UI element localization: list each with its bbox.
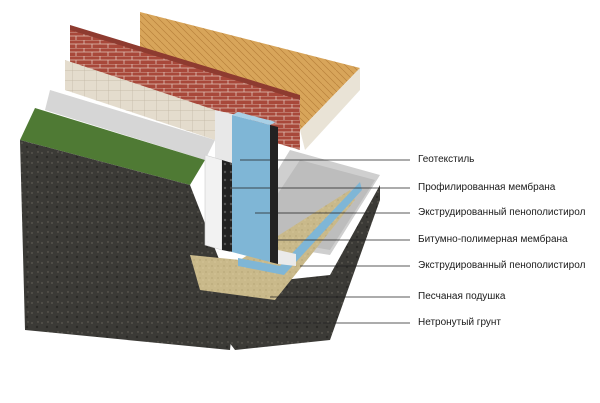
grass-surface	[20, 108, 205, 185]
label-geotextile: Геотекстиль	[418, 154, 475, 165]
label-xps-under: Экструдированный пенополистирол	[418, 260, 586, 271]
profiled-membrane-layer	[222, 160, 232, 252]
slab-edge	[278, 250, 296, 266]
label-bitumen-membrane: Битумно-полимерная мембрана	[418, 234, 568, 245]
xps-wall-top	[232, 112, 276, 125]
xps-wall-layer	[232, 115, 270, 262]
bitumen-membrane-layer	[270, 125, 278, 264]
plinth-tiles	[65, 60, 215, 140]
leader-lines	[228, 159, 410, 324]
geotextile-layer	[204, 154, 223, 251]
blind-area	[45, 90, 215, 160]
label-profiled-membrane: Профилированная мембрана	[418, 182, 556, 193]
label-xps-outer: Экструдированный пенополистирол	[418, 207, 586, 218]
parquet-floor	[140, 12, 360, 130]
xps-under-slab	[238, 182, 362, 275]
label-undisturbed-soil: Нетронутый грунт	[418, 317, 502, 328]
slab-inner-shade	[250, 160, 375, 250]
label-sand-cushion: Песчаная подушка	[418, 291, 506, 302]
floor-edge	[300, 68, 360, 150]
soil-front	[20, 140, 235, 350]
soil-base	[190, 185, 380, 350]
